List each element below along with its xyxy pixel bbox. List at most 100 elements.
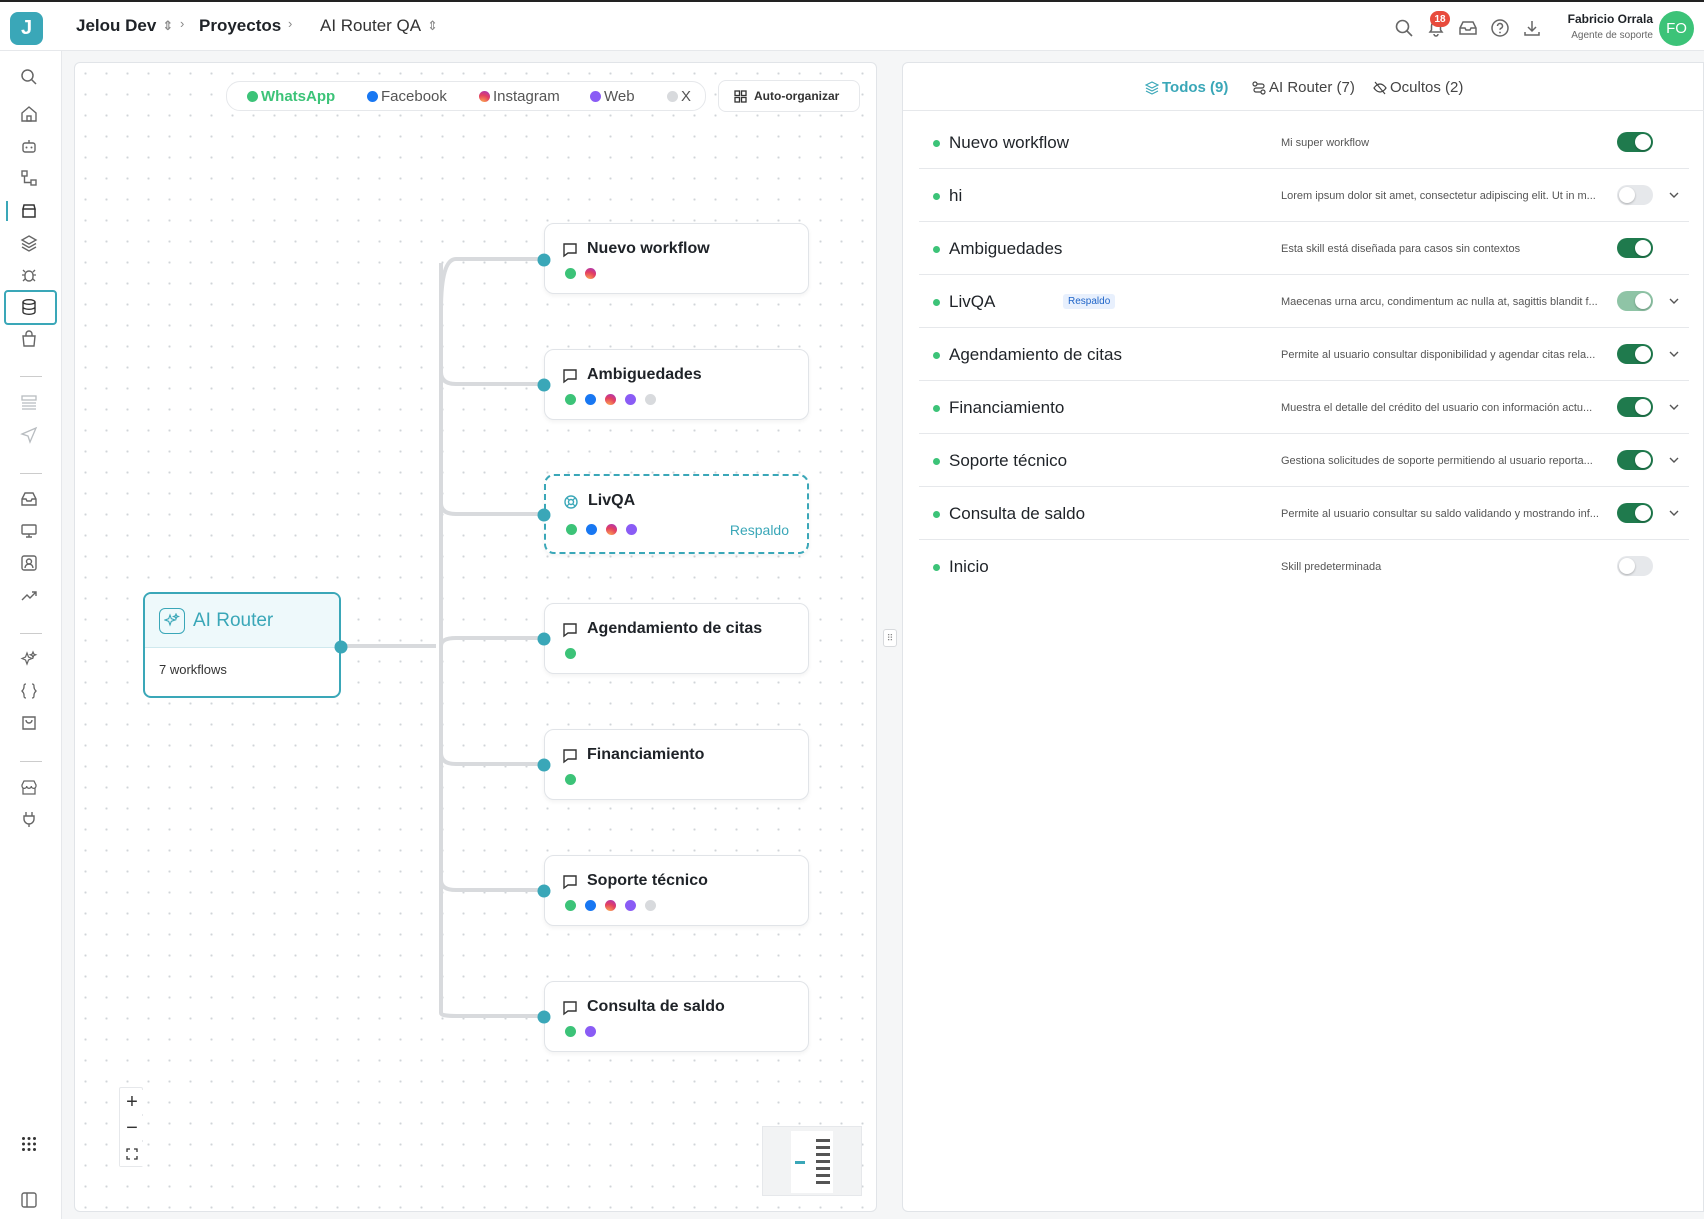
node-input-handle[interactable] (537, 1010, 551, 1024)
workflow-toggle[interactable] (1617, 556, 1653, 576)
filter-web[interactable]: Web (590, 88, 635, 105)
chevron-down-icon[interactable] (1668, 507, 1680, 519)
database-icon[interactable] (20, 298, 38, 316)
router-output-handle[interactable] (334, 640, 348, 654)
node-input-handle[interactable] (537, 632, 551, 646)
shopping-bag-icon[interactable] (20, 714, 38, 732)
expand-icon (126, 1148, 138, 1160)
breadcrumb-section[interactable]: Proyectos (199, 16, 281, 36)
auto-organize-button[interactable]: Auto-organizar (718, 80, 860, 112)
archive-icon[interactable] (20, 202, 38, 220)
workflow-row[interactable]: Agendamiento de citas Permite al usuario… (919, 328, 1689, 381)
zoom-in-button[interactable]: + (120, 1090, 144, 1114)
breadcrumb-project[interactable]: AI Router QA ⇕ (320, 16, 438, 36)
chevron-down-icon[interactable] (1668, 454, 1680, 466)
bot-icon[interactable] (20, 137, 38, 155)
tab-ai-router[interactable]: AI Router (7) (1252, 79, 1355, 96)
contact-icon[interactable] (20, 554, 38, 572)
workflow-toggle[interactable] (1617, 291, 1653, 311)
list-icon[interactable] (20, 394, 38, 412)
workflow-node[interactable]: Ambiguedades (544, 349, 809, 420)
trending-icon[interactable] (20, 586, 38, 604)
layers-icon[interactable] (20, 234, 38, 252)
plug-icon[interactable] (20, 810, 38, 828)
workflow-toggle[interactable] (1617, 397, 1653, 417)
workflow-toggle[interactable] (1617, 450, 1653, 470)
zoom-out-button[interactable]: − (120, 1116, 144, 1140)
workflow-toggle[interactable] (1617, 185, 1653, 205)
workflow-row[interactable]: Inicio Skill predeterminada (919, 540, 1689, 593)
sidebar-toggle-icon[interactable] (20, 1191, 38, 1209)
inbox-icon[interactable] (20, 490, 38, 508)
node-input-handle[interactable] (537, 378, 551, 392)
search-icon[interactable] (20, 68, 38, 86)
ai-router-node[interactable]: AI Router 7 workflows (143, 592, 341, 698)
chevron-down-icon[interactable] (1668, 189, 1680, 201)
channel-icons (565, 900, 656, 911)
flow-icon[interactable] (20, 169, 38, 187)
workflow-node[interactable]: Soporte técnico (544, 855, 809, 926)
download-icon[interactable] (1522, 18, 1542, 38)
chat-icon (563, 875, 577, 890)
status-dot (933, 352, 940, 359)
monitor-icon[interactable] (20, 522, 38, 540)
workflow-row[interactable]: hi Lorem ipsum dolor sit amet, consectet… (919, 169, 1689, 222)
code-braces-icon[interactable] (20, 682, 38, 700)
workflow-node[interactable]: Consulta de saldo (544, 981, 809, 1052)
node-input-handle[interactable] (537, 253, 551, 267)
channel-icons (565, 268, 596, 279)
workflow-node-backup[interactable]: LivQA Respaldo (544, 474, 809, 554)
workflow-row[interactable]: Ambiguedades Esta skill está diseñada pa… (919, 222, 1689, 275)
bag-icon[interactable] (20, 330, 38, 348)
workflow-toggle[interactable] (1617, 238, 1653, 258)
instagram-icon (585, 268, 596, 279)
sidebar-separator (20, 473, 42, 474)
panel-resize-handle[interactable]: ⠿ (883, 629, 897, 647)
breadcrumb-workspace[interactable]: Jelou Dev ⇕ (76, 16, 173, 36)
help-icon[interactable] (1490, 18, 1510, 38)
workflow-canvas[interactable]: WhatsApp Facebook Instagram Web X Auto-o… (74, 62, 877, 1212)
home-icon[interactable] (20, 105, 38, 123)
chevron-down-icon[interactable] (1668, 295, 1680, 307)
filter-instagram[interactable]: Instagram (479, 88, 560, 105)
workflow-row[interactable]: Financiamiento Muestra el detalle del cr… (919, 381, 1689, 434)
node-input-handle[interactable] (537, 884, 551, 898)
filter-whatsapp[interactable]: WhatsApp (247, 88, 335, 105)
node-input-handle[interactable] (537, 508, 551, 522)
sparkles-icon[interactable] (20, 650, 38, 668)
node-input-handle[interactable] (537, 758, 551, 772)
workflow-row[interactable]: Consulta de saldo Permite al usuario con… (919, 487, 1689, 540)
status-dot (933, 246, 940, 253)
search-icon[interactable] (1394, 18, 1414, 38)
workflow-node[interactable]: Financiamiento (544, 729, 809, 800)
filter-x[interactable]: X (667, 88, 691, 105)
chevron-down-icon[interactable] (1668, 348, 1680, 360)
bug-icon[interactable] (20, 266, 38, 284)
avatar[interactable]: FO (1659, 11, 1694, 46)
workflow-node[interactable]: Agendamiento de citas (544, 603, 809, 674)
workflow-row[interactable]: Soporte técnico Gestiona solicitudes de … (919, 434, 1689, 487)
x-icon (667, 91, 678, 102)
minimap[interactable] (762, 1126, 862, 1196)
workflow-node[interactable]: Nuevo workflow (544, 223, 809, 294)
tab-all[interactable]: Todos (9) (1145, 79, 1228, 96)
send-icon[interactable] (20, 426, 38, 444)
workflow-name: Financiamiento (949, 398, 1065, 417)
channel-icons (566, 524, 637, 535)
store-icon[interactable] (20, 778, 38, 796)
workflow-row[interactable]: Nuevo workflow Mi super workflow (919, 116, 1689, 169)
workflow-toggle[interactable] (1617, 344, 1653, 364)
workflow-title: Ambiguedades (587, 366, 702, 383)
instagram-icon (606, 524, 617, 535)
filter-facebook[interactable]: Facebook (367, 88, 447, 105)
app-logo[interactable]: J (10, 12, 43, 45)
workflow-toggle[interactable] (1617, 503, 1653, 523)
inbox-icon[interactable] (1458, 18, 1478, 38)
tab-hidden[interactable]: Ocultos (2) (1373, 79, 1463, 96)
workflow-row[interactable]: LivQA Respaldo Maecenas urna arcu, condi… (919, 275, 1689, 328)
filter-label: WhatsApp (261, 88, 336, 105)
chevron-down-icon[interactable] (1668, 401, 1680, 413)
apps-grid-icon[interactable] (20, 1135, 38, 1153)
workflow-toggle[interactable] (1617, 132, 1653, 152)
fit-view-button[interactable] (120, 1142, 144, 1166)
